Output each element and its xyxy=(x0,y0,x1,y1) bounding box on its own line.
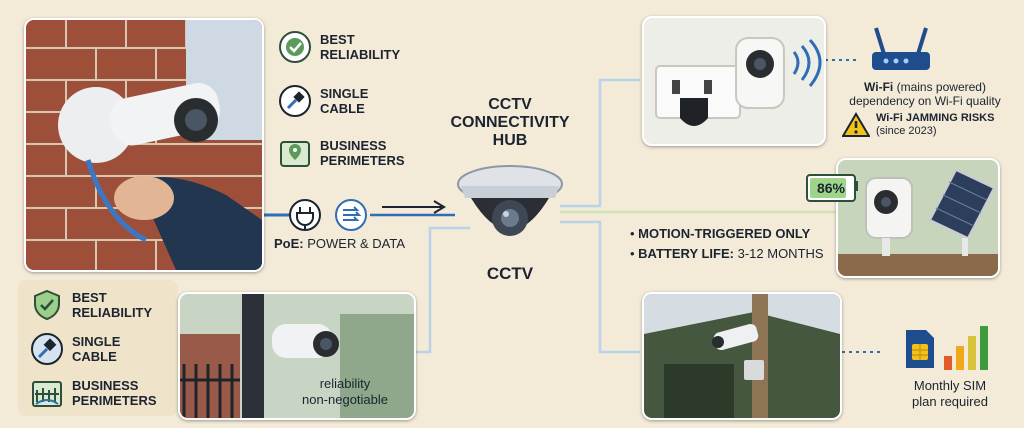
feature-line2: CABLE xyxy=(72,349,117,364)
sim-caption-line2: plan required xyxy=(912,394,988,409)
wired-camera-photo xyxy=(24,18,264,272)
feature-line1: SINGLE xyxy=(72,334,121,349)
ethernet-plug-icon xyxy=(31,333,63,365)
wifi-info: Wi-Fi (mains powered) dependency on Wi-F… xyxy=(826,80,1024,108)
poe-text: POWER & DATA xyxy=(307,236,405,251)
feature-line2: RELIABILITY xyxy=(72,305,153,320)
cellular-camera-photo xyxy=(642,292,842,420)
warning-icon xyxy=(842,112,870,137)
poe-label: PoE: POWER & DATA xyxy=(274,236,405,251)
sim-caption-line1: Monthly SIM xyxy=(913,378,987,393)
battery-bullets: • MOTION-TRIGGERED ONLY • BATTERY LIFE: … xyxy=(630,226,824,261)
battery-percent: 86% xyxy=(816,180,846,196)
hub-title-line1: CCTV xyxy=(488,96,532,113)
feature-line2: PERIMETERS xyxy=(320,153,405,168)
power-plug-icon xyxy=(289,199,321,231)
hub-title: CCTV CONNECTIVITY HUB xyxy=(430,96,590,150)
hub-to-wired2-line xyxy=(414,226,470,354)
dome-camera-icon xyxy=(457,165,563,236)
battery-life-label: BATTERY LIFE: xyxy=(638,246,734,261)
wifi-warning: Wi-Fi JAMMING RISKS (since 2023) xyxy=(876,112,994,138)
poe-prefix: PoE: xyxy=(274,236,304,251)
wifi-jamming-risk: Wi-Fi JAMMING RISKS xyxy=(876,112,995,124)
motion-triggered-text: MOTION-TRIGGERED ONLY xyxy=(638,226,811,241)
arrow-right-icon xyxy=(382,200,446,214)
battery-fill xyxy=(810,178,846,198)
caption-line1: reliability xyxy=(319,376,371,391)
feature-line1: BEST xyxy=(320,32,355,47)
wifi-dependency-text: dependency on Wi-Fi quality xyxy=(849,94,1001,108)
feature-line1: SINGLE xyxy=(320,86,369,101)
feature-line1: BUSINESS xyxy=(320,138,387,153)
battery-terminal xyxy=(854,181,858,191)
feature-line2: CABLE xyxy=(320,101,365,116)
fence-camera-photo xyxy=(178,292,416,420)
sim-card-icon xyxy=(906,330,934,368)
wifi-label-rest: (mains powered) xyxy=(896,80,986,94)
data-flow-icon xyxy=(335,199,367,231)
battery-camera-photo xyxy=(836,158,1000,278)
signal-bars-icon xyxy=(944,326,988,370)
feature-line2: PERIMETERS xyxy=(72,393,157,408)
hub-camera-label: CCTV xyxy=(486,264,534,283)
feature-line1: BEST xyxy=(72,290,107,305)
shield-check-icon xyxy=(34,289,60,321)
fence-map-icon xyxy=(32,381,62,407)
caption-line2: non-negotiable xyxy=(301,392,389,407)
sim-caption: Monthly SIM plan required xyxy=(890,378,1010,410)
wifi-warning-since: (since 2023) xyxy=(876,125,937,137)
reliability-caption: reliability non-negotiable xyxy=(290,376,400,408)
wifi-label-bold: Wi-Fi xyxy=(864,80,894,94)
hub-title-line3: HUB xyxy=(492,132,528,149)
map-pin-icon xyxy=(280,141,310,167)
feature-line1: BUSINESS xyxy=(72,378,139,393)
battery-indicator: 86% xyxy=(806,174,856,202)
hub-to-wifi-line xyxy=(560,78,640,208)
hub-to-cellular-line xyxy=(560,220,640,354)
ethernet-plug-icon xyxy=(279,85,311,117)
hub-title-line2: CONNECTIVITY xyxy=(450,114,570,131)
feature-line2: RELIABILITY xyxy=(320,47,401,62)
wifi-camera-photo xyxy=(642,16,826,146)
router-icon xyxy=(872,27,930,70)
badge-check-icon xyxy=(279,31,311,63)
battery-life-value: 3-12 MONTHS xyxy=(737,246,824,261)
